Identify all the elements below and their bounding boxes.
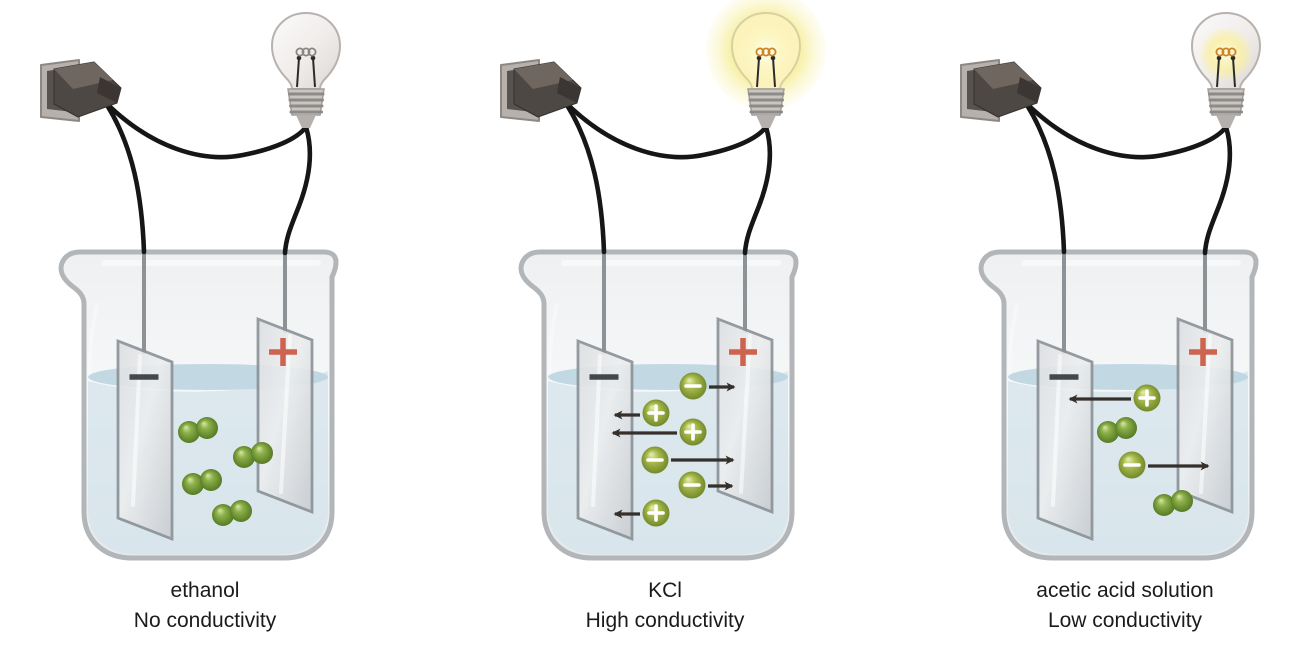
light-bulb-dim	[1190, 11, 1262, 128]
filament-post	[310, 55, 316, 61]
filament-lead	[772, 57, 776, 88]
positive-ion	[613, 499, 670, 527]
molecule	[178, 417, 218, 443]
wall-plug	[500, 59, 582, 122]
panel-ethanol: ethanol No conductivity	[0, 0, 390, 647]
filament-coil	[301, 47, 311, 57]
wire-plug-to-bulb	[101, 98, 309, 160]
filament-post	[756, 55, 762, 61]
positive-ion	[1068, 384, 1161, 412]
wire-plug-to-beaker	[1024, 102, 1067, 255]
electrode-highlight	[131, 354, 142, 507]
conductivity-label: No conductivity	[133, 609, 277, 632]
molecule	[233, 442, 273, 468]
particles	[1068, 384, 1210, 516]
electrodes	[116, 316, 314, 542]
negative-electrode	[116, 338, 174, 542]
filament-coil	[1215, 47, 1225, 57]
filament-post	[296, 55, 302, 61]
negative-ion	[679, 372, 736, 400]
wire-plug-to-beaker	[564, 102, 607, 255]
panel-acetic-acid: acetic acid solution Low conductivity	[920, 0, 1300, 647]
wires	[101, 98, 313, 256]
positive-ion	[611, 418, 707, 446]
wall-plug	[960, 59, 1042, 122]
filament-coil	[755, 47, 765, 57]
positive-ion	[613, 399, 670, 427]
bulb-base-tip	[296, 115, 316, 128]
wire-bulb-to-beaker	[282, 124, 313, 256]
bulb-base-tip	[756, 115, 776, 128]
substance-label: KCl	[648, 579, 682, 602]
filament-coil	[1221, 47, 1231, 57]
bulb-inner-glow	[1200, 28, 1252, 80]
wire-plug-to-bulb	[561, 98, 769, 160]
molecule	[182, 469, 222, 495]
plug-body-tip	[97, 77, 121, 103]
panel-label: KCl High conductivity	[460, 576, 870, 636]
negative-ion	[678, 471, 734, 499]
electrode-highlight	[279, 334, 292, 494]
bulb-base-tip	[1216, 115, 1236, 128]
wire-plug-to-bulb	[1021, 98, 1229, 160]
filament-lead	[1216, 57, 1220, 88]
filament-coil	[767, 47, 777, 57]
particles	[178, 417, 273, 526]
wire-bulb-to-beaker	[742, 124, 773, 256]
molecule	[1097, 417, 1137, 443]
wall-plug	[40, 59, 122, 122]
filament-lead	[312, 57, 316, 88]
plug-body-top	[974, 62, 1033, 89]
negative-electrode	[1036, 338, 1094, 542]
wire-bulb-to-beaker	[1202, 124, 1233, 256]
substance-label: acetic acid solution	[1036, 579, 1214, 602]
conductivity-label: High conductivity	[585, 609, 745, 632]
bulb-glass	[270, 11, 342, 90]
acetic-acid-circuit-diagram	[960, 11, 1262, 561]
wires	[561, 98, 773, 256]
filament-post	[770, 55, 776, 61]
filament-lead	[296, 57, 300, 88]
plug-body-tip	[557, 77, 581, 103]
electrode-highlight	[1051, 354, 1062, 507]
electrode-highlight	[591, 354, 602, 507]
conductivity-label: Low conductivity	[1047, 609, 1203, 632]
negative-ion	[1118, 451, 1210, 479]
negative-electrode	[576, 338, 634, 542]
molecule	[1153, 490, 1193, 516]
panel-kcl: KCl High conductivity	[460, 0, 850, 647]
ethanol-circuit-diagram	[40, 11, 342, 561]
filament-post	[1216, 55, 1222, 61]
molecule	[212, 500, 252, 526]
particles	[611, 372, 736, 527]
filament-coil	[761, 47, 771, 57]
plug-body-top	[514, 62, 573, 89]
wire-plug-to-beaker	[104, 102, 147, 255]
filament-lead	[756, 57, 760, 88]
panel-label: ethanol No conductivity	[0, 576, 410, 636]
plug-body-top	[54, 62, 113, 89]
substance-label: ethanol	[170, 579, 240, 602]
light-bulb-off	[270, 11, 342, 128]
bulb-inner-glow	[739, 25, 793, 79]
panel-label: acetic acid solution Low conductivity	[920, 576, 1300, 636]
filament-coil	[307, 47, 317, 57]
filament-post	[1230, 55, 1236, 61]
electrodes	[1036, 316, 1234, 542]
filament-lead	[1232, 57, 1236, 88]
kcl-circuit-diagram	[500, 0, 826, 561]
negative-ion	[641, 446, 735, 474]
electrode-highlight	[739, 334, 752, 494]
wires	[1021, 98, 1233, 256]
light-bulb-bright	[706, 0, 826, 128]
filament-coil	[295, 47, 305, 57]
filament-coil	[1227, 47, 1237, 57]
plug-body-tip	[1017, 77, 1041, 103]
